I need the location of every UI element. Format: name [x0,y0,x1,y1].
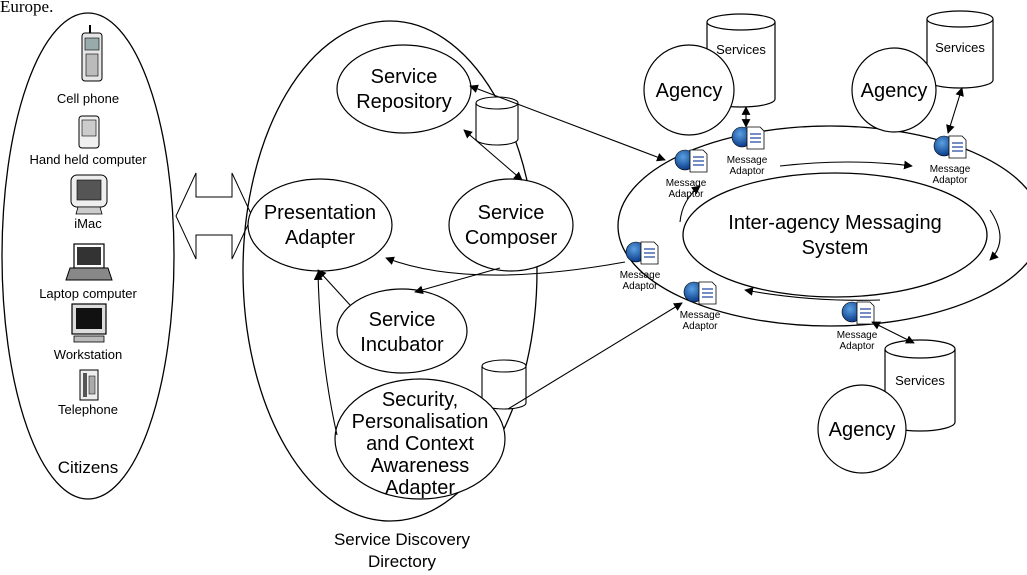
message-adaptor-globe-icon [933,135,967,159]
messaging-system-line1: Inter-agency Messaging [728,212,941,234]
service-incubator-line2: Incubator [360,334,444,356]
citizens-directory-arrow [175,172,253,260]
adaptor-2-label-line2: Adaptor [729,166,765,177]
adaptor-4-label-line1: Message [620,270,661,281]
device-label-cell-phone: Cell phone [57,91,119,106]
message-adaptor-globe-icon [625,241,659,265]
directory-ellipse [242,20,538,522]
agency-label-3: Agency [829,419,896,441]
agency-node-3 [817,384,907,474]
presentation-adapter-line2: Adapter [285,227,355,249]
imac-icon [70,174,108,215]
ring-flow-arrow-1 [779,160,913,170]
adaptor-6-label-line1: Message [837,330,878,341]
security-presentation-arrow [313,271,338,436]
adaptor-3-label-line2: Adaptor [932,175,968,186]
ring-flow-arrow-4 [679,185,701,223]
service-composer-line2: Composer [465,227,558,249]
service-composer-node [448,178,574,272]
security-adaptor-arrow [507,302,683,410]
device-label-hand-held-computer: Hand held computer [29,152,147,167]
device-label-imac: iMac [74,216,102,231]
security-adapter-line5: Adapter [385,477,455,499]
security-adapter-line1: Security, [382,389,458,411]
message-adaptor-globe-icon [674,149,708,173]
adaptor-5-label-line1: Message [680,310,721,321]
agency-node-2 [851,47,937,133]
laptop-computer-icon [65,243,113,281]
workstation-icon [71,303,107,343]
device-label-workstation: Workstation [54,347,122,362]
service-incubator-node [336,288,468,374]
security-adapter-line4: Awareness [371,455,470,477]
messaging-system-line2: System [802,237,869,259]
messaging-system-node [682,172,988,298]
security-adapter-line2: Personalisation [352,411,489,433]
security-adapter-line3: and Context [366,433,474,455]
agency-label-1: Agency [656,80,723,102]
cell-phone-icon [81,25,103,82]
agency-label-2: Agency [861,80,928,102]
adaptor-5-label-line2: Adaptor [682,321,718,332]
repository-database-icon [475,96,519,146]
adaptor-3-label-line1: Message [930,164,971,175]
agency-node-1 [643,44,735,136]
directory-label-line2: Directory [368,552,437,571]
presentation-adaptor-arrow [385,256,626,276]
ring-flow-arrow-3 [744,287,881,301]
service-composer-line1: Service [478,202,545,224]
handheld-computer-icon [78,115,100,149]
adaptor-4-label-line2: Adaptor [622,281,658,292]
service-repository-line1: Service [371,66,438,88]
citizens-ellipse [1,12,175,500]
services-label-2: Services [935,40,985,55]
incubator-presentation-arrow [317,269,351,306]
device-label-telephone: Telephone [58,402,118,417]
composer-incubator-arrow [414,267,501,295]
device-label-laptop-computer: Laptop computer [39,286,137,301]
citizens-label: Citizens [58,458,118,477]
adaptor-6-label-line2: Adaptor [839,341,875,352]
service-incubator-line1: Service [369,309,436,331]
security-adapter-node [334,378,506,500]
services-label-3: Services [895,373,945,388]
message-adaptor-globe-icon [683,281,717,305]
message-adaptor-globe-icon [731,126,765,150]
message-adaptor-globe-icon [841,301,875,325]
agency-2-adaptor-arrow [946,87,964,134]
adaptor-1-label-line1: Message [666,178,707,189]
services-label-1: Services [716,42,766,57]
service-repository-line2: Repository [356,91,452,113]
top-text-fragment: Europe. [0,0,53,16]
telephone-icon [79,369,99,401]
presentation-adapter-node [247,178,393,272]
messaging-ring-outer [617,125,1027,327]
service-repository-node [336,44,472,134]
adaptor-1-label-line2: Adaptor [668,189,704,200]
repository-adaptor-arrow [469,84,666,162]
adaptor-2-label-line1: Message [727,155,768,166]
directory-label-line1: Service Discovery [334,530,471,549]
agency-3-adaptor-arrow [871,321,915,344]
ring-flow-arrow-2 [989,209,1001,261]
presentation-adapter-line1: Presentation [264,202,376,224]
